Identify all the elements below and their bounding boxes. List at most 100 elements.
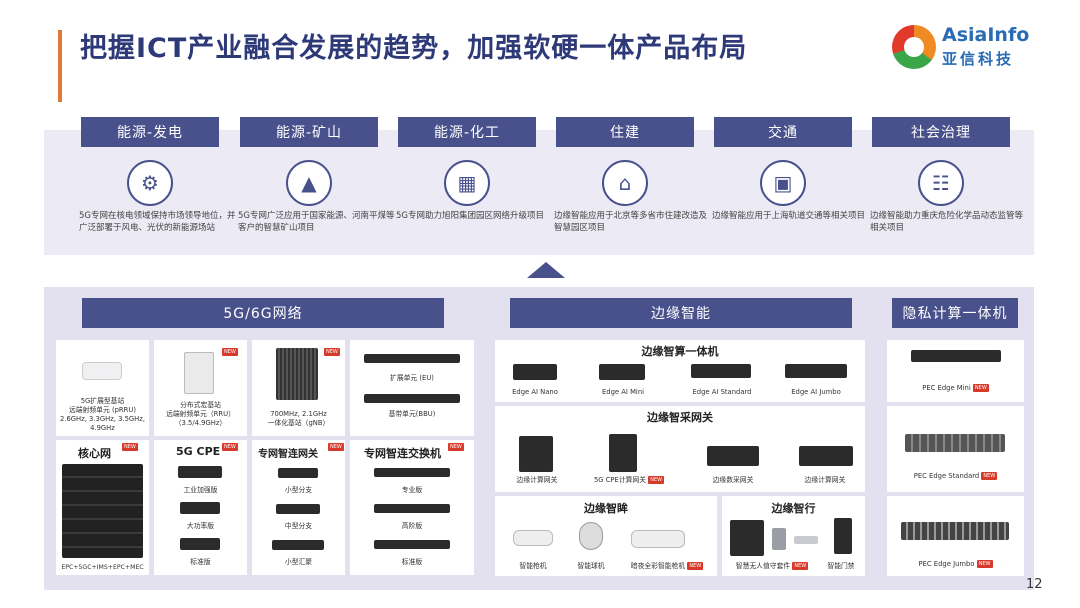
industry-band — [44, 130, 1034, 255]
edge-vision-item: 智能枪机 — [519, 562, 547, 570]
edge-computer-item: Edge AI Nano — [512, 388, 558, 396]
industry-housing: 住建 ⌂ 边缘智能应用于北京等多省市住建改造及智慧园区项目 — [554, 117, 707, 233]
logo-ring-icon — [892, 25, 936, 69]
gateway-medium-image — [276, 504, 320, 514]
gateway-item-label: 中型分支 — [284, 522, 313, 530]
cpe-item-label: 工业加强版 — [183, 486, 218, 494]
card-private-switch: 专网智连交换机 NEW 专业版 高阶版 标准版 — [350, 440, 474, 575]
card-eu-bbu: 扩展单元 (EU) 基带单元(BBU) — [350, 340, 474, 436]
core-cabinet-image — [62, 464, 143, 558]
industry-desc: 边缘智能应用于北京等多省市住建改造及智慧园区项目 — [554, 211, 708, 233]
switch-title: 专网智连交换机 — [364, 447, 441, 460]
switch-pro-image — [374, 468, 450, 477]
industry-desc: 5G专网广泛应用于国家能源、河南平煤等客户的智慧矿山项目 — [238, 211, 395, 233]
industry-label: 能源-化工 — [398, 117, 536, 147]
gateway-small-image — [278, 468, 318, 478]
kit-sensor-image — [772, 528, 786, 550]
industry-label: 住建 — [556, 117, 694, 147]
industry-desc: 5G专网助力旭阳集团园区网络升级项目 — [396, 211, 544, 221]
unattended-kit-image — [730, 520, 764, 556]
edge-compute-gateway2-image — [799, 446, 853, 466]
kit-accessory-image — [794, 536, 818, 544]
power-gear-icon: ⚙ — [127, 160, 173, 206]
switch-item-label: 专业版 — [401, 486, 423, 494]
rru-device-image — [184, 352, 214, 394]
page-number: 12 — [1026, 577, 1043, 592]
card-edge-action: 边缘智行 智慧无人值守套件 NEW 智能门禁 — [722, 496, 865, 576]
card-prru: 5G扩展型基站 远端射频单元 (pRRU) 2.6GHz, 3.3GHz, 3.… — [56, 340, 149, 436]
new-badge: NEW — [972, 384, 989, 392]
pec-standard-image — [905, 434, 1005, 452]
industry-desc: 边缘智能应用于上海轨道交通等相关项目 — [712, 211, 866, 221]
asiainfo-logo: AsiaInfo 亚信科技 — [892, 22, 1032, 74]
bus-icon: ▣ — [760, 160, 806, 206]
cpe-standard-image — [180, 538, 220, 550]
edge-computer-item: Edge AI Jumbo — [791, 388, 841, 396]
section-edge-title: 边缘智能 — [510, 298, 852, 328]
new-badge: NEW — [687, 562, 704, 570]
industry-energy-chemical: 能源-化工 ▦ 5G专网助力旭阳集团园区网络升级项目 — [396, 117, 544, 221]
switch-item-label: 标准版 — [401, 558, 423, 566]
factory-icon: ▦ — [444, 160, 490, 206]
switch-standard-image — [374, 540, 450, 549]
edge-gateway-title: 边缘智采网关 — [647, 411, 713, 424]
card-pec-standard: PEC Edge Standard NEW — [887, 406, 1024, 492]
edge-action-title: 边缘智行 — [771, 502, 816, 515]
card-pec-jumbo: PEC Edge Jumbo NEW — [887, 496, 1024, 576]
bbu-label: 基带单元(BBU) — [388, 410, 436, 418]
edge-compute-gateway-image — [519, 436, 553, 472]
edge-computer-item: Edge AI Mini — [601, 388, 645, 396]
switch-item-label: 高阶版 — [401, 522, 423, 530]
industry-desc: 5G专网在核电领域保持市场领导地位，并广泛部署于风电、光伏的新能源场站 — [79, 211, 236, 233]
new-badge: NEW — [448, 443, 464, 451]
industry-label: 能源-矿山 — [240, 117, 378, 147]
edge-gateway-item: 边缘计算网关 — [804, 476, 846, 484]
edge-computer-title: 边缘智算一体机 — [641, 345, 719, 358]
core-network-label: EPC+5GC+IMS+EPC+MEC — [61, 564, 144, 571]
card-edge-vision: 边缘智眸 智能枪机 智能球机 暗夜全彩智能枪机 NEW — [495, 496, 717, 576]
new-badge: NEW — [222, 443, 238, 451]
new-badge: NEW — [222, 348, 238, 356]
eu-device-image — [364, 354, 460, 363]
new-badge: NEW — [328, 443, 344, 451]
section-privacy-title: 隐私计算一体机 — [892, 298, 1018, 328]
house-icon: ⌂ — [602, 160, 648, 206]
industry-label: 交通 — [714, 117, 852, 147]
card-private-gateway: 专网智连网关 NEW 小型分支 中型分支 小型汇聚 — [252, 440, 345, 575]
cpe-industrial-image — [178, 466, 222, 478]
logo-text-en: AsiaInfo — [942, 24, 1030, 46]
new-badge: NEW — [981, 472, 998, 480]
pec-mini-image — [911, 350, 1001, 362]
edge-vision-title: 边缘智眸 — [584, 502, 628, 515]
rru-label: 分布式宏基站 远端射频单元（RRU） （3.5/4.9GHz） — [166, 401, 235, 427]
edge-ai-standard-image — [691, 364, 751, 378]
title-accent-bar — [58, 30, 62, 102]
edge-gateway-item: 边缘计算网关 — [516, 476, 558, 484]
edge-ai-mini-image — [599, 364, 645, 380]
data-collect-gateway-image — [707, 446, 759, 466]
card-core-network: 核心网 NEW EPC+5GC+IMS+EPC+MEC — [56, 440, 149, 575]
industry-label: 社会治理 — [872, 117, 1010, 147]
new-badge: NEW — [792, 562, 809, 570]
gateway-title: 专网智连网关 — [258, 449, 318, 460]
cpe-title: 5G CPE — [176, 445, 221, 458]
logo-text-cn: 亚信科技 — [942, 50, 1015, 68]
mountain-icon: ▲ — [286, 160, 332, 206]
page-title: 把握ICT产业融合发展的趋势，加强软硬一体产品布局 — [80, 33, 748, 64]
network-icon: ☷ — [918, 160, 964, 206]
card-edge-computer: 边缘智算一体机 Edge AI Nano Edge AI Mini Edge A… — [495, 340, 865, 402]
edge-vision-item: 暗夜全彩智能枪机 NEW — [630, 562, 704, 570]
gateway-aggregation-image — [272, 540, 324, 550]
industry-social-governance: 社会治理 ☷ 边缘智能助力重庆危险化学品动态监管等相关项目 — [870, 117, 1023, 233]
pointer-triangle — [527, 262, 565, 278]
edge-ai-jumbo-image — [785, 364, 847, 378]
switch-advanced-image — [374, 504, 450, 513]
industry-transport: 交通 ▣ 边缘智能应用于上海轨道交通等相关项目 — [712, 117, 865, 221]
section-network-title: 5G/6G网络 — [82, 298, 444, 328]
bbu-device-image — [364, 394, 460, 403]
card-rru: NEW 分布式宏基站 远端射频单元（RRU） （3.5/4.9GHz） — [154, 340, 247, 436]
industry-desc: 边缘智能助力重庆危险化学品动态监管等相关项目 — [870, 211, 1024, 233]
prru-label: 5G扩展型基站 远端射频单元 (pRRU) 2.6GHz, 3.3GHz, 3.… — [59, 397, 146, 432]
card-5g-cpe: 5G CPE NEW 工业加强版 大功率版 标准版 — [154, 440, 247, 575]
card-pec-mini: PEC Edge Mini NEW — [887, 340, 1024, 402]
